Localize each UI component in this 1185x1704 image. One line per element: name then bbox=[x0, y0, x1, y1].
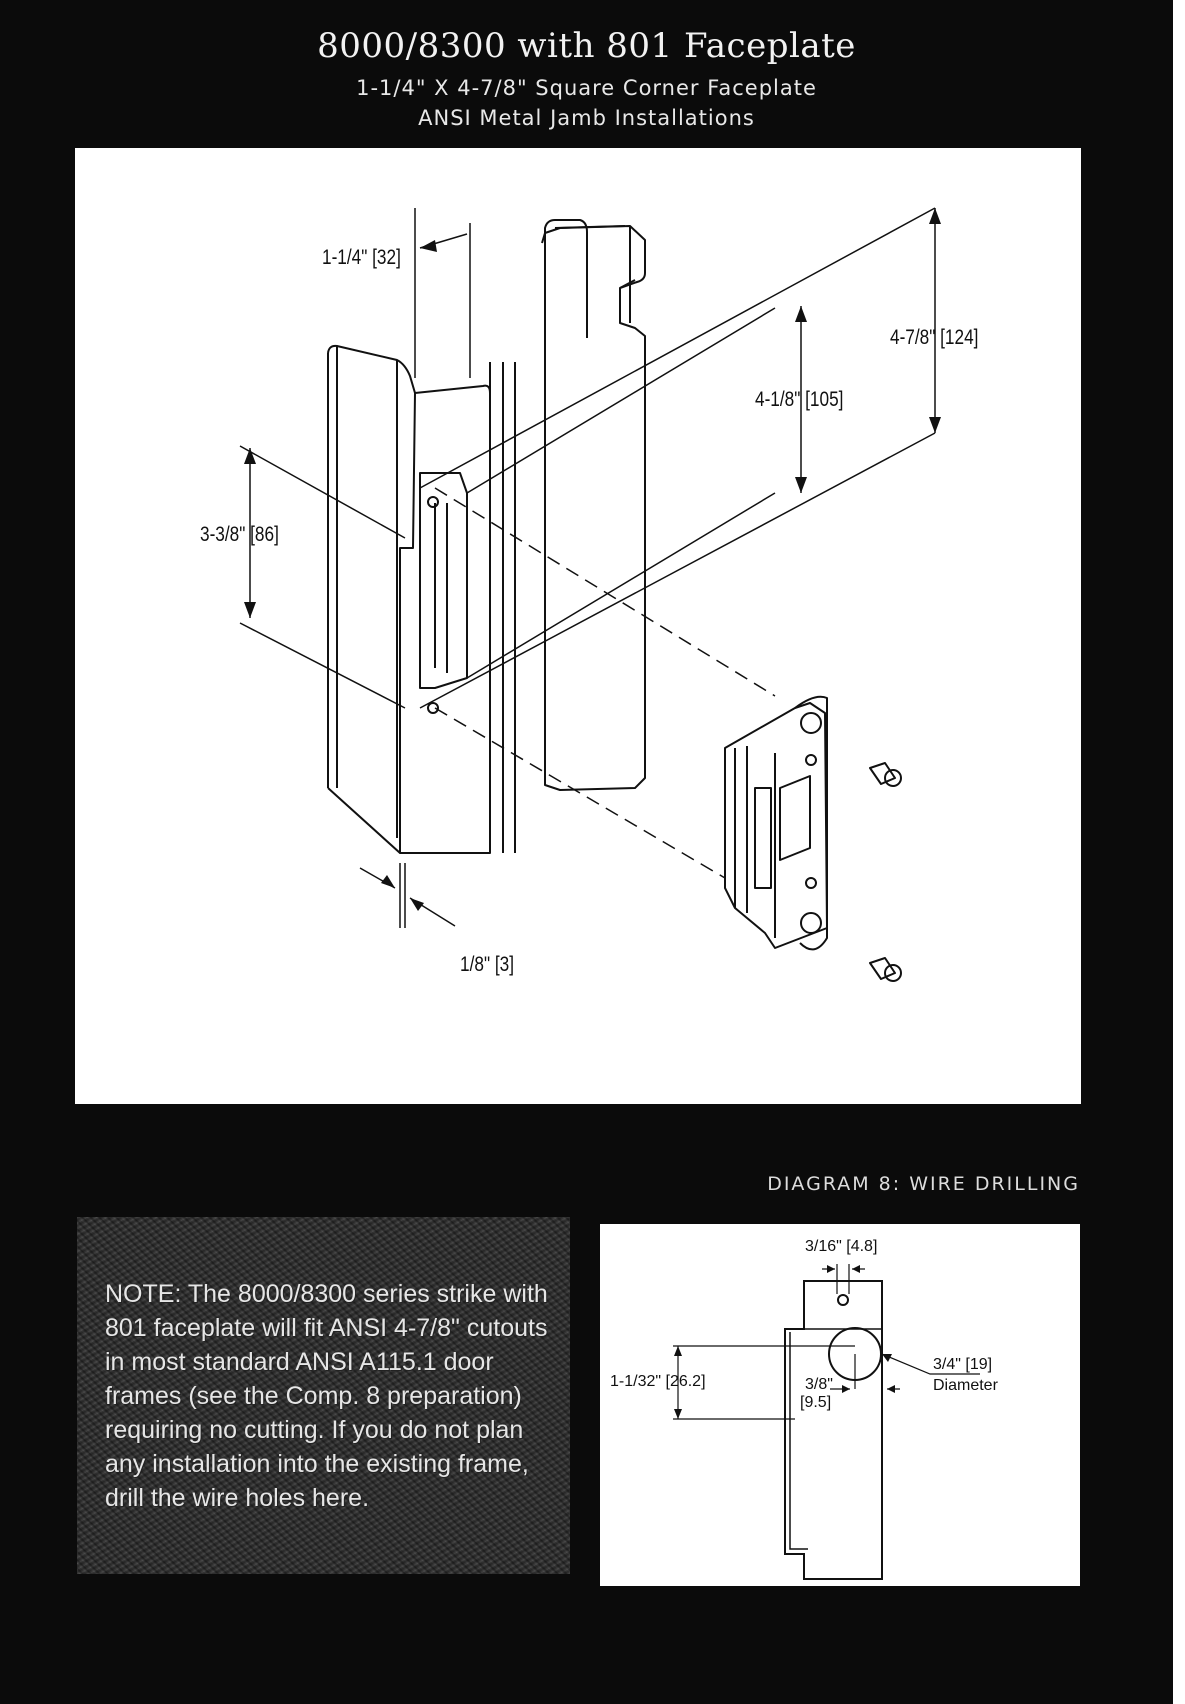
dim-height-inner: 4-1/8" [105] bbox=[755, 388, 844, 411]
page-subtitle: 1-1/4" X 4-7/8" Square Corner Faceplate bbox=[356, 76, 817, 100]
dim-offset-bottom: 1/8" [3] bbox=[460, 953, 514, 976]
jamb-back-flange bbox=[544, 219, 588, 338]
jamb-left-face bbox=[327, 344, 491, 854]
electric-strike-body bbox=[724, 702, 828, 949]
extension-line-top bbox=[419, 207, 936, 489]
mounting-screw-bottom bbox=[869, 957, 902, 982]
label-vertical-offset: 1-1/32" [26.2] bbox=[610, 1373, 706, 1390]
jamb-right-profile bbox=[541, 225, 646, 791]
label-horizontal-offset-metric: [9.5] bbox=[800, 1394, 832, 1411]
wire-hole-small bbox=[837, 1294, 849, 1306]
extension-line-2 bbox=[466, 307, 776, 494]
extension-line-3 bbox=[466, 492, 776, 679]
main-installation-diagram: 1-1/4" [32] 4-7/8" [124] 4-1/8" [105] 3-… bbox=[75, 148, 1081, 1104]
note-panel: NOTE: The 8000/8300 series strike with 8… bbox=[77, 1217, 570, 1574]
cutout-opening bbox=[419, 472, 468, 689]
dim-cutout-height: 3-3/8" [86] bbox=[200, 523, 279, 546]
wire-drilling-diagram: 3/16" [4.8] 1-1/32" [26.2] 3/8" [9.5] 3/… bbox=[600, 1224, 1080, 1586]
label-hole-diameter: Diameter bbox=[933, 1377, 998, 1394]
mounting-screw-top bbox=[869, 762, 902, 787]
jamb-strike-illustration bbox=[239, 207, 941, 982]
strike-faceplate bbox=[794, 695, 828, 951]
wire-drilling-diagram-title: DIAGRAM 8: WIRE DRILLING bbox=[767, 1173, 1080, 1195]
page-subtitle-installations: ANSI Metal Jamb Installations bbox=[418, 106, 755, 130]
dim-width-top: 1-1/4" [32] bbox=[322, 246, 401, 269]
label-top-offset: 3/16" [4.8] bbox=[805, 1238, 878, 1255]
faceplate-outline bbox=[784, 1280, 883, 1580]
label-horizontal-offset: 3/8" bbox=[805, 1376, 833, 1393]
note-text: NOTE: The 8000/8300 series strike with 8… bbox=[105, 1280, 548, 1512]
page-title: 8000/8300 with 801 Faceplate bbox=[317, 26, 856, 66]
label-hole-size: 3/4" [19] bbox=[933, 1356, 993, 1373]
dim-height-total: 4-7/8" [124] bbox=[890, 326, 979, 349]
extension-line-bottom bbox=[419, 432, 936, 709]
wire-drilling-illustration bbox=[673, 1264, 980, 1580]
